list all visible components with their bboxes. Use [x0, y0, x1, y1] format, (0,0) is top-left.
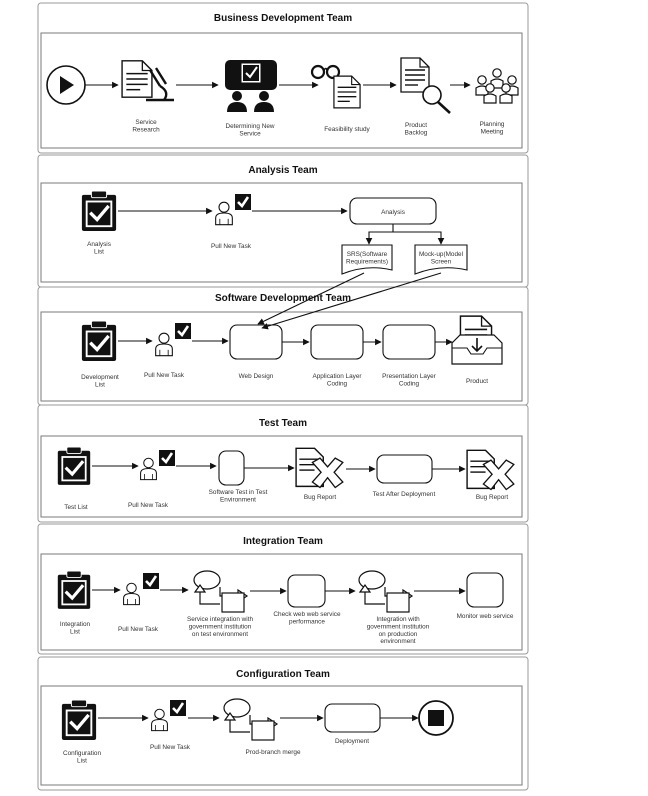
lane-title: Software Development Team	[215, 293, 351, 304]
bug-report-label: Bug Report	[476, 494, 509, 501]
down-arrow-icon	[471, 338, 483, 353]
document-icon	[400, 57, 430, 93]
test-list-clipboard-icon	[56, 445, 92, 487]
person-body-icon	[254, 102, 274, 112]
software-test-task	[218, 450, 245, 486]
person-head-icon	[501, 83, 511, 93]
person-body-icon	[499, 93, 513, 104]
pull-new-task-label: Pull New Task	[118, 626, 159, 633]
analysis-task-label: Analysis	[381, 209, 405, 216]
lane-title: Business Development Team	[214, 13, 352, 24]
glasses-icon	[310, 64, 326, 80]
check-icon	[235, 194, 251, 210]
swimlane-body	[40, 435, 523, 518]
pull-new-task-label: Pull New Task	[144, 372, 185, 379]
pull-new-task-label: Pull New Task	[211, 243, 252, 250]
pull-new-task-label: Pull New Task	[150, 744, 191, 751]
test-after-deployment-task	[376, 454, 433, 484]
microscope-icon	[146, 67, 174, 102]
check-icon	[245, 66, 258, 79]
swimlane-body	[40, 685, 523, 786]
check-icon	[159, 450, 175, 466]
lane-title: Configuration Team	[236, 669, 330, 680]
integration-list-clipboard-icon	[56, 569, 92, 611]
person-body-icon	[227, 102, 247, 112]
check-icon	[175, 323, 191, 339]
analysis-list-clipboard-icon	[80, 189, 118, 233]
play-icon	[60, 76, 74, 94]
test-after-deployment-label: Test After Deployment	[373, 491, 436, 498]
prod-branch-merge-label: Prod-branch merge	[245, 749, 301, 756]
configuration-list-clipboard-icon	[60, 698, 98, 742]
person-head-icon	[477, 75, 487, 85]
feasibility-label: Feasibility study	[324, 126, 370, 133]
glasses-bridge	[323, 67, 328, 71]
glasses-icon	[325, 64, 341, 80]
bug-report-label: Bug Report	[304, 494, 337, 501]
lane-title: Analysis Team	[248, 165, 317, 176]
stop-icon	[428, 710, 444, 726]
monitor-web-service-label: Monitor web service	[457, 613, 514, 620]
person-body-icon	[483, 93, 497, 104]
person-head-icon	[259, 91, 269, 101]
product-label: Product	[466, 378, 488, 385]
document-icon	[121, 60, 153, 98]
presentation-layer-task	[382, 324, 436, 360]
check-icon	[170, 700, 186, 716]
person-head-icon	[492, 68, 502, 78]
check-icon	[143, 573, 159, 589]
development-list-clipboard-icon	[80, 319, 118, 363]
swimlane-body	[40, 32, 523, 149]
flow-arrow	[393, 231, 445, 245]
magnifier-icon	[422, 85, 442, 105]
swimlane-body	[40, 553, 523, 651]
deployment-task	[324, 703, 381, 733]
magnifier-handle	[437, 101, 451, 114]
person-head-icon	[485, 83, 495, 93]
flow-arrow	[365, 224, 394, 245]
document-icon	[333, 75, 361, 109]
lane-title: Integration Team	[243, 536, 323, 547]
app-layer-task	[310, 324, 364, 360]
srs-document	[341, 244, 393, 275]
person-head-icon	[232, 91, 242, 101]
monitor-task	[466, 572, 504, 608]
person-head-icon	[507, 75, 517, 85]
mockup-document	[414, 244, 468, 275]
tray-rim	[452, 347, 502, 355]
deployment-label: Deployment	[335, 738, 369, 745]
lane-title: Test Team	[259, 418, 307, 429]
pull-new-task-label: Pull New Task	[128, 502, 169, 509]
swimlane-body	[40, 311, 523, 402]
web-design-label: Web Design	[239, 373, 274, 380]
flow-arrow	[261, 272, 442, 330]
flow-arrow	[257, 272, 365, 325]
check-performance-task	[287, 574, 326, 608]
test-list-label: Test List	[64, 504, 88, 511]
web-design-task	[229, 324, 283, 360]
